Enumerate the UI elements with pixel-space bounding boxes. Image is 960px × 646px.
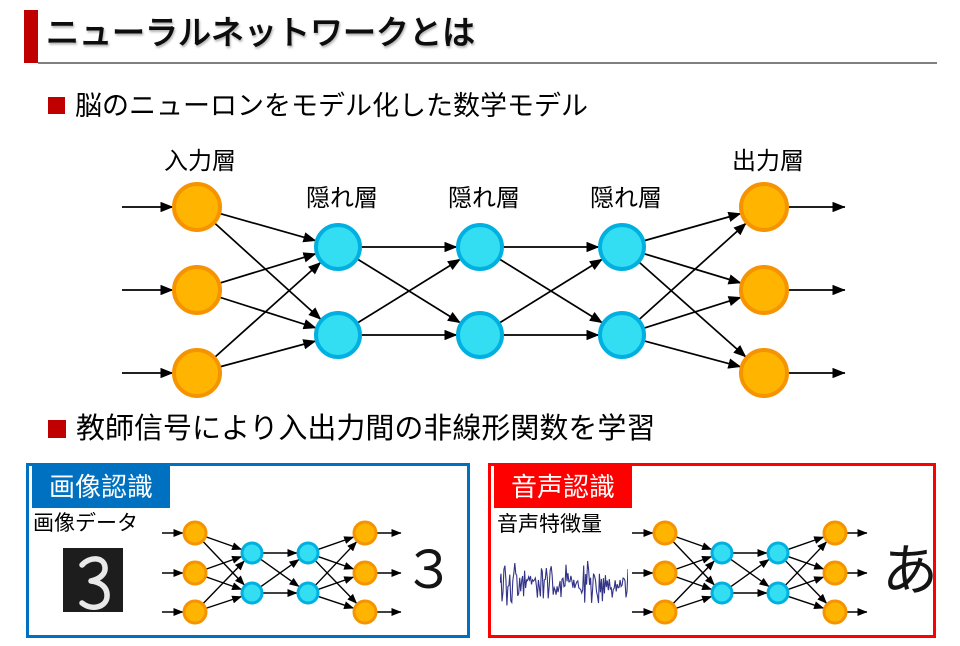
bullet-item-1: 脳のニューロンをモデル化した数学モデル [48,88,588,124]
bullet-item-2: 教師信号により入出力間の非線形関数を学習 [48,410,655,448]
title-accent-bar [24,10,38,63]
speech-recognition-header: 音声認識 [494,466,632,508]
hidden-layer-label-2: 隠れ層 [448,185,520,212]
title-underline [38,62,937,64]
speech-waveform-image [500,560,628,606]
page-title: ニューラルネットワークとは [46,14,475,51]
hidden-layer-label-3: 隠れ層 [590,185,662,212]
bullet-square-icon [48,97,65,114]
output-layer-label: 出力層 [732,148,804,175]
recognized-digit-output: ３ [403,542,456,600]
hidden-layer-label-1: 隠れ層 [306,185,378,212]
handwritten-digit-3-image [63,548,123,612]
bullet-text-1: 脳のニューロンをモデル化した数学モデル [75,91,588,121]
speech-feature-label: 音声特徴量 [497,513,602,536]
bullet-text-2: 教師信号により入出力間の非線形関数を学習 [76,413,656,445]
input-layer-label: 入力層 [164,148,236,175]
recognized-character-output: あ [882,539,938,602]
image-data-label: 画像データ [33,512,138,535]
speech-recognition-box: 音声認識 音声特徴量 あ [488,463,938,638]
image-recognition-header: 画像認識 [32,466,170,508]
image-recognition-box: 画像認識 画像データ ３ [26,463,470,638]
bullet-square-icon [48,420,66,438]
